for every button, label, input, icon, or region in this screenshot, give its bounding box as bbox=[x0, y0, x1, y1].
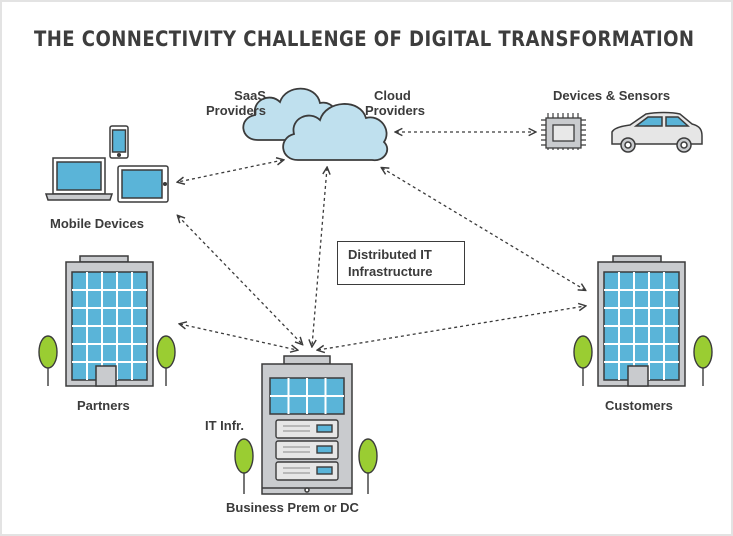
car-icon bbox=[611, 111, 703, 153]
link-business-customers bbox=[318, 306, 585, 350]
devices-sensors-label: Devices & Sensors bbox=[553, 88, 671, 103]
partners-label: Partners bbox=[77, 398, 130, 413]
distributed-it-line2: Infrastructure bbox=[348, 264, 433, 279]
link-cloud-business bbox=[312, 168, 327, 346]
distributed-it-box: Distributed IT Infrastructure bbox=[337, 241, 465, 285]
partners-building-icon bbox=[65, 255, 154, 387]
link-partners-business bbox=[180, 324, 297, 350]
customers-building-icon bbox=[597, 255, 686, 387]
link-cloud-mobile bbox=[178, 160, 283, 182]
mobile-devices-label: Mobile Devices bbox=[50, 216, 144, 231]
server-rack-icon bbox=[275, 419, 339, 481]
tree-icon bbox=[38, 335, 176, 386]
diagram-title: THE CONNECTIVITY CHALLENGE OF DIGITAL TR… bbox=[34, 27, 695, 51]
it-infra-label: IT Infr. bbox=[205, 418, 244, 433]
business-label: Business Prem or DC bbox=[226, 500, 359, 515]
chip-icon bbox=[541, 113, 586, 150]
tree-icon bbox=[234, 438, 378, 494]
link-mobile-business bbox=[178, 216, 302, 344]
distributed-it-line1: Distributed IT bbox=[348, 247, 432, 262]
tree-icon bbox=[573, 335, 713, 386]
tablet-icon bbox=[117, 165, 169, 203]
laptop-icon bbox=[44, 157, 114, 201]
customers-label: Customers bbox=[605, 398, 673, 413]
phone-icon bbox=[109, 125, 129, 159]
saas-label: SaaS Providers bbox=[206, 88, 266, 118]
cloud-icon-cloud bbox=[282, 103, 389, 162]
cloud-label: Cloud Providers bbox=[365, 88, 425, 118]
